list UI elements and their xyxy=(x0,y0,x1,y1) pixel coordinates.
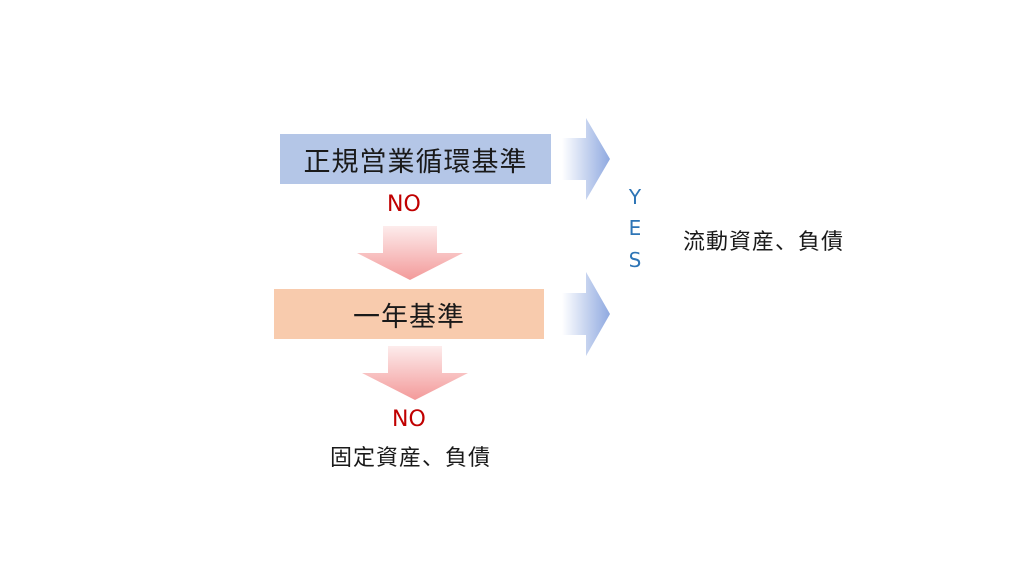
criterion-label-operating-cycle: 正規営業循環基準 xyxy=(303,146,528,178)
no-label-2: NO xyxy=(392,407,426,432)
criterion-box-one-year: 一年基準 xyxy=(274,289,544,339)
yes-letter-s: S xyxy=(628,248,642,272)
no-result-fixed-assets-liabilities: 固定資産、負債 xyxy=(330,446,492,471)
right-arrow-2 xyxy=(562,272,610,356)
no-label-1: NO xyxy=(387,192,421,217)
down-arrow-2 xyxy=(362,346,468,400)
right-arrow-1 xyxy=(562,118,610,200)
down-arrow-1 xyxy=(357,226,463,280)
yes-letter-e: E xyxy=(628,216,642,240)
criterion-label-one-year: 一年基準 xyxy=(353,301,465,333)
yes-letter-y: Y xyxy=(628,185,642,209)
criterion-box-operating-cycle: 正規営業循環基準 xyxy=(280,134,551,184)
yes-result-current-assets-liabilities: 流動資産、負債 xyxy=(683,230,845,255)
